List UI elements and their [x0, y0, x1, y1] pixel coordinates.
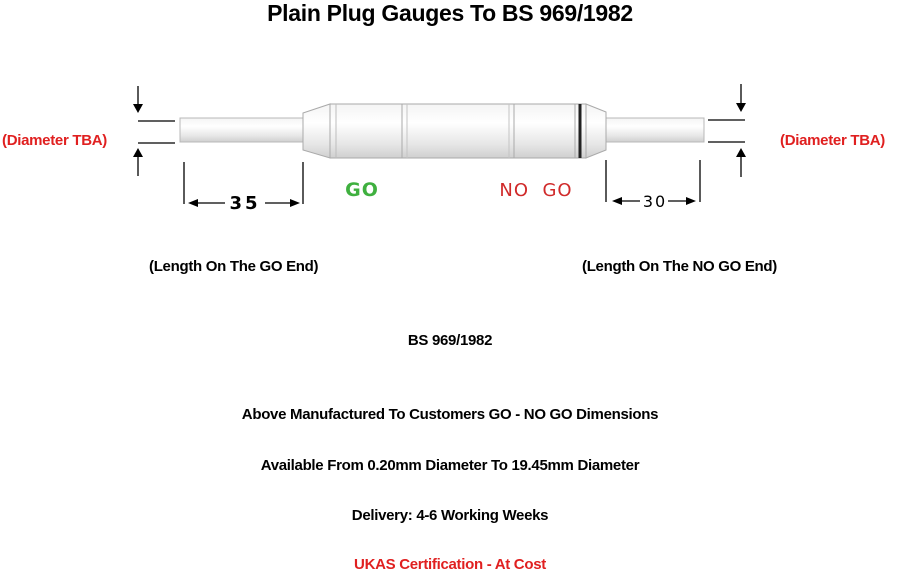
go-length-dimension [183, 162, 304, 207]
dimension-nogo-text: 30 [643, 192, 667, 211]
page-title: Plain Plug Gauges To BS 969/1982 [267, 0, 633, 26]
gauge-handle [302, 103, 607, 159]
plug-gauge-diagram: 35 30 GO NO GO [133, 84, 746, 214]
diameter-marker-left [133, 86, 175, 176]
info-line-diameter-range: Available From 0.20mm Diameter To 19.45m… [260, 457, 640, 474]
go-pin [179, 117, 307, 143]
nogo-length-dimension [605, 160, 701, 205]
dimension-go-text: 35 [229, 193, 260, 214]
nogo-label: NO GO [499, 180, 572, 201]
nogo-pin [599, 117, 705, 143]
length-go-caption: (Length On The GO End) [149, 258, 319, 275]
diameter-marker-right [708, 84, 746, 177]
info-line-delivery: Delivery: 4-6 Working Weeks [351, 507, 549, 524]
diameter-label-right: (Diameter TBA) [780, 132, 885, 149]
ukas-certification-text: UKAS Certification - At Cost [354, 556, 546, 573]
diameter-label-left: (Diameter TBA) [2, 132, 107, 149]
length-nogo-caption: (Length On The NO GO End) [582, 258, 777, 275]
info-line-dimensions: Above Manufactured To Customers GO - NO … [241, 406, 659, 423]
go-label: GO [345, 179, 379, 201]
standard-text: BS 969/1982 [407, 332, 493, 349]
